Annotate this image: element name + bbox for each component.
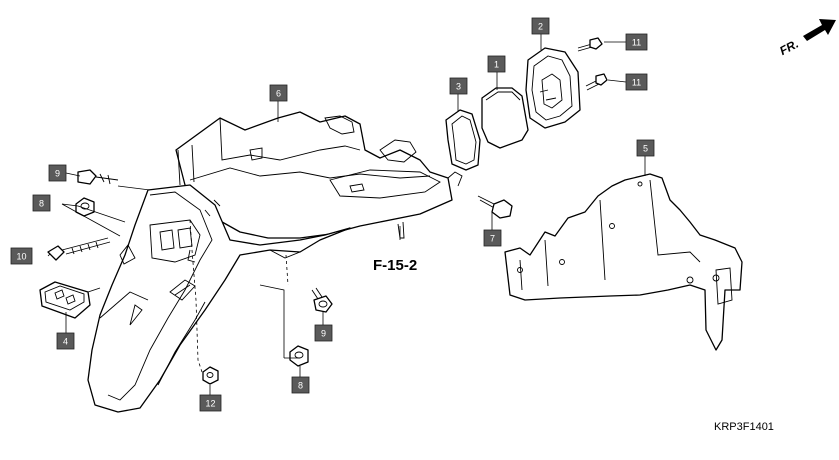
- callout-6: 6: [269, 84, 288, 102]
- callout-8-lower-label: 8: [298, 381, 303, 391]
- callout-11-upper-label: 11: [632, 38, 641, 48]
- callout-4: 4: [56, 332, 75, 350]
- part-11-screw-upper: [577, 37, 603, 52]
- callout-7-label: 7: [490, 234, 495, 244]
- callout-3: 3: [449, 77, 468, 95]
- callout-7: 7: [483, 229, 502, 247]
- part-5-bracket: [504, 173, 743, 351]
- callout-8-upper: 8: [32, 194, 51, 212]
- part-11-screw-lower: [585, 73, 608, 91]
- callout-5: 5: [636, 139, 655, 157]
- part-9-clip-upper: [77, 169, 119, 185]
- diagram-code: KRP3F1401: [714, 421, 774, 433]
- part-6-inner-fender: [175, 111, 463, 239]
- callout-10: 10: [10, 247, 33, 265]
- callout-6-label: 6: [276, 89, 281, 99]
- reference-label: F-15-2: [373, 257, 417, 274]
- callout-3-label: 3: [456, 82, 461, 92]
- part-7-bolt: [477, 195, 513, 219]
- callout-9-lower: 9: [314, 324, 333, 342]
- part-1-lens: [481, 87, 529, 149]
- part-12-nut: [202, 366, 219, 385]
- callout-12-label: 12: [205, 399, 215, 409]
- direction-label: FR.: [777, 37, 801, 58]
- callout-9-upper: 9: [48, 164, 67, 182]
- part-9-clip-lower: [311, 287, 333, 313]
- callout-9-upper-label: 9: [55, 169, 60, 179]
- leader-lines: [47, 34, 646, 395]
- callout-12: 12: [199, 394, 222, 412]
- arrow-right-icon: [803, 19, 836, 41]
- callout-11-lower: 11: [625, 73, 648, 91]
- part-2-lamp-housing: [525, 47, 581, 129]
- callout-8-lower: 8: [291, 376, 310, 394]
- front-direction-arrow: FR.: [777, 19, 836, 58]
- callout-10-label: 10: [16, 252, 26, 262]
- callout-2-label: 2: [538, 22, 543, 32]
- callout-8-upper-label: 8: [39, 199, 44, 209]
- callout-4-label: 4: [63, 337, 68, 347]
- callout-5-label: 5: [643, 144, 648, 154]
- part-3-gasket: [445, 109, 481, 171]
- part-4-license-light: [39, 281, 101, 319]
- callout-2: 2: [531, 17, 550, 35]
- callout-9-lower-label: 9: [321, 329, 326, 339]
- dashed-lines: [189, 219, 289, 373]
- callout-1: 1: [487, 55, 506, 73]
- part-10-screw: [47, 237, 111, 261]
- callout-1-label: 1: [494, 60, 499, 70]
- part-8-nut-lower: [289, 345, 309, 367]
- callout-11-upper: 11: [625, 33, 648, 51]
- callout-11-lower-label: 11: [632, 78, 641, 88]
